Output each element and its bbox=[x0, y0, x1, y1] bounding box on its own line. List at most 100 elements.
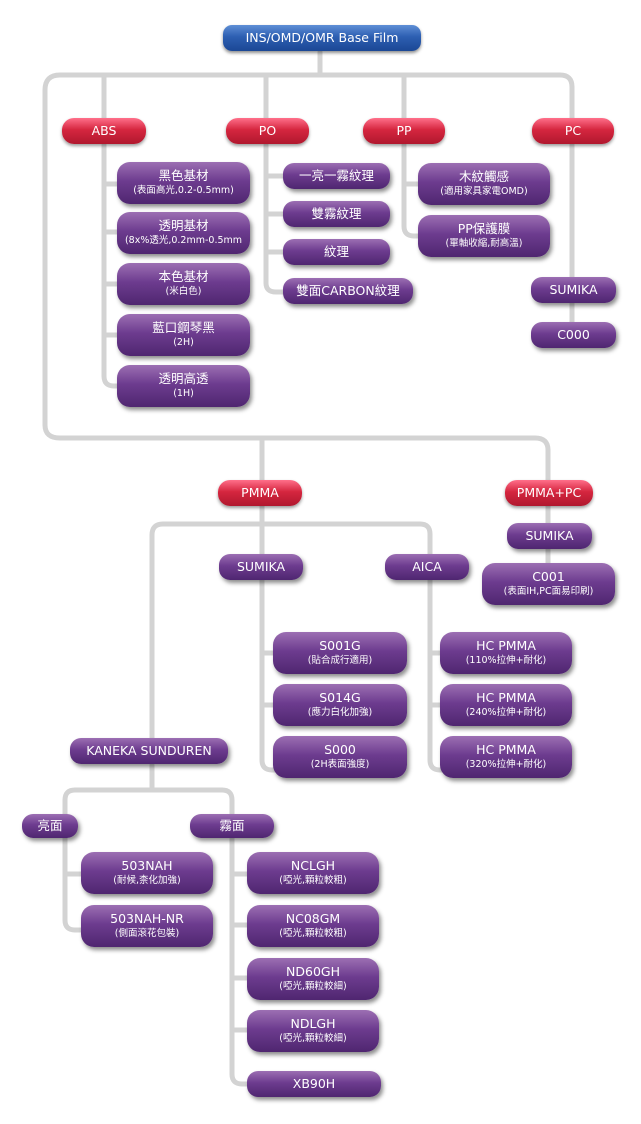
abs-item-sub: (表面高光,0.2-0.5mm) bbox=[133, 185, 234, 197]
pc-item: C000 bbox=[531, 322, 616, 348]
pp-item-label: 木紋觸感 bbox=[458, 168, 509, 184]
pc-item-label: SUMIKA bbox=[549, 281, 598, 297]
category-abs-label: ABS bbox=[91, 122, 117, 138]
aica-item-sub: (110%拉伸+耐化) bbox=[465, 655, 547, 667]
root-node: INS/OMD/OMR Base Film bbox=[223, 25, 421, 51]
abs-item-label: 透明高透 bbox=[158, 370, 209, 386]
abs-item-sub: (2H) bbox=[173, 337, 194, 349]
pp-item-sub: (單軸收縮,耐高溫) bbox=[445, 238, 523, 250]
abs-item: 黑色基材 (表面高光,0.2-0.5mm) bbox=[117, 162, 250, 204]
po-item-label: 一亮一霧紋理 bbox=[298, 167, 374, 183]
pp-item-sub: (適用家具家電OMD) bbox=[440, 186, 528, 198]
pp-branch bbox=[401, 142, 423, 239]
pmma-pc-item-label: C001 bbox=[532, 568, 565, 584]
abs-item-label: 本色基材 bbox=[158, 268, 209, 284]
kaneka-sub-matte: 霧面 bbox=[190, 814, 274, 838]
aica-item: HC PMMA (110%拉伸+耐化) bbox=[440, 632, 572, 674]
matte-item-sub: (啞光,顆粒較細) bbox=[279, 1033, 347, 1045]
matte-item-sub: (啞光,顆粒較粗) bbox=[279, 875, 347, 887]
category-abs: ABS bbox=[62, 118, 146, 144]
pp-item: 木紋觸感 (適用家具家電OMD) bbox=[418, 163, 550, 205]
po-branch bbox=[263, 142, 288, 295]
kaneka-branch bbox=[62, 762, 235, 818]
pp-item-label: PP保護膜 bbox=[457, 220, 511, 236]
abs-item: 本色基材 (米白色) bbox=[117, 263, 250, 305]
gloss-branch bbox=[62, 835, 87, 933]
matte-item-label: ND60GH bbox=[286, 963, 340, 979]
aica-item-sub: (240%拉伸+耐化) bbox=[465, 707, 547, 719]
pmma-pc-item: SUMIKA bbox=[507, 523, 592, 549]
kaneka-sub-matte-label: 霧面 bbox=[219, 817, 245, 833]
gloss-item-sub: (側面滾花包裝) bbox=[114, 928, 180, 940]
pp-item: PP保護膜 (單軸收縮,耐高溫) bbox=[418, 215, 550, 257]
po-item-label: 紋理 bbox=[323, 243, 349, 259]
pmma-pc-item: C001 (表面IH,PC面易印刷) bbox=[482, 563, 615, 605]
gloss-item: 503NAH-NR (側面滾花包裝) bbox=[81, 905, 213, 947]
po-item-label: 雙霧紋理 bbox=[311, 205, 362, 221]
pc-item: SUMIKA bbox=[531, 277, 616, 303]
category-pp-label: PP bbox=[396, 122, 412, 138]
abs-item-sub: (米白色) bbox=[165, 286, 202, 298]
po-item: 一亮一霧紋理 bbox=[283, 163, 390, 189]
root-label: INS/OMD/OMR Base Film bbox=[245, 29, 399, 45]
aica-item-sub: (320%拉伸+耐化) bbox=[465, 759, 547, 771]
kaneka-sub-gloss: 亮面 bbox=[22, 814, 78, 838]
category-po: PO bbox=[226, 118, 309, 144]
abs-branch bbox=[101, 142, 123, 389]
aica-item-label: HC PMMA bbox=[476, 741, 536, 757]
matte-item: NC08GM (啞光,顆粒較粗) bbox=[247, 905, 379, 947]
pmma-pc-item-label: SUMIKA bbox=[525, 527, 574, 543]
aica-item-label: HC PMMA bbox=[476, 637, 536, 653]
pmma-sub-kaneka-label: KANEKA SUNDUREN bbox=[86, 742, 212, 758]
sumika-item-label: S000 bbox=[324, 741, 356, 757]
matte-item: XB90H bbox=[247, 1071, 381, 1097]
matte-item-label: NCLGH bbox=[290, 857, 336, 873]
sumika-item-label: S014G bbox=[319, 689, 361, 705]
aica-item-label: HC PMMA bbox=[476, 689, 536, 705]
abs-item-label: 藍口鋼琴黑 bbox=[152, 319, 215, 335]
gloss-item-label: 503NAH-NR bbox=[110, 910, 184, 926]
pmma-sub-kaneka: KANEKA SUNDUREN bbox=[70, 738, 228, 764]
matte-item-label: NC08GM bbox=[285, 910, 341, 926]
abs-item: 透明高透 (1H) bbox=[117, 365, 250, 407]
po-item-label: 雙面CARBON紋理 bbox=[296, 282, 400, 298]
po-item: 紋理 bbox=[283, 239, 390, 265]
gloss-item: 503NAH (耐候,柰化加強) bbox=[81, 852, 213, 894]
matte-item: NDLGH (啞光,顆粒較細) bbox=[247, 1010, 379, 1052]
pmma-sub-aica: AICA bbox=[385, 554, 469, 580]
matte-item: NCLGH (啞光,顆粒較粗) bbox=[247, 852, 379, 894]
sumika-item-sub: (貼合成行適用) bbox=[307, 655, 373, 667]
pc-item-label: C000 bbox=[557, 326, 590, 342]
category-pc-label: PC bbox=[564, 122, 582, 138]
category-pmma-pc-label: PMMA+PC bbox=[516, 484, 582, 500]
abs-item-sub: (1H) bbox=[173, 388, 194, 400]
pmma-sub-sumika: SUMIKA bbox=[219, 554, 303, 580]
main-loop bbox=[42, 72, 575, 483]
abs-item-sub: (8x%透光,0.2mm-0.5mm bbox=[124, 235, 243, 247]
category-pp: PP bbox=[363, 118, 445, 144]
kaneka-sub-gloss-label: 亮面 bbox=[37, 817, 63, 833]
category-po-label: PO bbox=[258, 122, 277, 138]
po-item: 雙霧紋理 bbox=[283, 201, 390, 227]
sumika-item: S014G (應力白化加強) bbox=[273, 684, 407, 726]
matte-item-sub: (啞光,顆粒較粗) bbox=[279, 928, 347, 940]
matte-item-label: NDLGH bbox=[290, 1015, 336, 1031]
abs-item-label: 黑色基材 bbox=[158, 167, 209, 183]
gloss-item-label: 503NAH bbox=[121, 857, 173, 873]
category-pc: PC bbox=[532, 118, 614, 144]
gloss-item-sub: (耐候,柰化加強) bbox=[113, 875, 181, 887]
pmma-sub-aica-label: AICA bbox=[412, 558, 442, 574]
pmma-pc-item-sub: (表面IH,PC面易印刷) bbox=[503, 586, 594, 598]
abs-item: 藍口鋼琴黑 (2H) bbox=[117, 314, 250, 356]
matte-item-sub: (啞光,顆粒較細) bbox=[279, 981, 347, 993]
pmma-sub-sumika-label: SUMIKA bbox=[236, 558, 286, 574]
matte-branch bbox=[229, 835, 253, 1087]
matte-item: ND60GH (啞光,顆粒較細) bbox=[247, 958, 379, 1000]
abs-item: 透明基材 (8x%透光,0.2mm-0.5mm bbox=[117, 212, 250, 254]
sumika-item-label: S001G bbox=[319, 637, 361, 653]
aica-item: HC PMMA (320%拉伸+耐化) bbox=[440, 736, 572, 778]
category-pmma: PMMA bbox=[218, 480, 302, 506]
sumika-item: S000 (2H表面強度) bbox=[273, 736, 407, 778]
matte-item-label: XB90H bbox=[292, 1075, 336, 1091]
